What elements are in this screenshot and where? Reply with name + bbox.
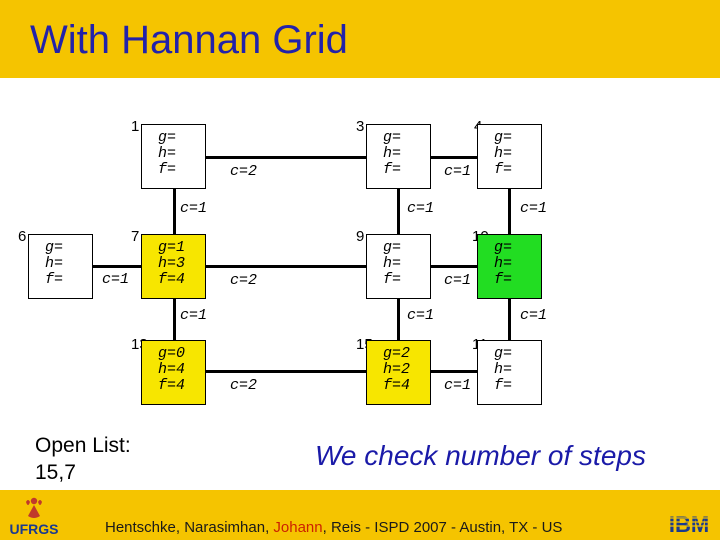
node-9-h: h= [383,255,402,272]
node-3-f: f= [383,161,402,178]
node-4-g: g= [494,129,513,146]
footer-bar [0,490,720,540]
cost-4-10: c=1 [518,200,550,217]
node-7-h: h=3 [158,255,186,272]
step-check-note: We check number of steps [315,440,646,471]
node-9-g: g= [383,239,402,256]
credits-venue: , Reis - ISPD 2007 - Austin, TX - US [322,519,563,536]
cost-13-15: c=2 [228,377,260,394]
cost-1-3: c=2 [228,163,260,180]
node-4-f: f= [494,161,513,178]
node-7-label: 7 [131,228,140,245]
node-1[interactable]: g=h=f= [141,124,206,189]
node-1-label: 1 [131,118,140,135]
cost-7-13: c=1 [178,307,210,324]
edge-13-15 [175,370,375,373]
node-10-g: g= [494,239,513,256]
node-3-h: h= [383,145,402,162]
node-9[interactable]: g=h=f= [366,234,431,299]
cost-9-10: c=1 [442,272,474,289]
node-3-label: 3 [356,118,365,135]
node-11[interactable]: g=h=f= [477,340,542,405]
node-7-f: f=4 [158,271,186,288]
node-4-h: h= [494,145,513,162]
title-bar [0,0,720,78]
open-list-values: 15,7 [35,461,76,484]
edge-4-10 [508,156,511,266]
slide-title: With Hannan Grid [30,18,348,62]
node-13-f: f=4 [158,377,186,394]
cost-6-7: c=1 [100,271,132,288]
edge-3-4 [400,156,510,159]
footer-credits: Hentschke, Narasimhan, Johann, Reis - IS… [105,519,562,536]
edge-9-10 [400,265,510,268]
node-13-h: h=4 [158,361,186,378]
node-6-f: f= [45,271,64,288]
cost-10-11: c=1 [518,307,550,324]
edge-3-9 [397,156,400,266]
ufrgs-logo: UFRGS [10,497,59,537]
node-3-g: g= [383,129,402,146]
cost-15-11: c=1 [442,377,474,394]
node-3[interactable]: g=h=f= [366,124,431,189]
credits-authors: Hentschke, Narasimhan, [105,519,274,536]
cost-3-9: c=1 [405,200,437,217]
cost-7-9: c=2 [228,272,260,289]
node-10[interactable]: g=h=f= [477,234,542,299]
edge-15-11 [400,370,510,373]
node-11-g: g= [494,345,513,362]
ibm-logo-text: IBM [669,512,709,536]
node-4[interactable]: g=h=f= [477,124,542,189]
node-7-g: g=1 [158,239,186,256]
open-list: Open List: 15,7 [35,432,131,486]
ufrgs-logo-text: UFRGS [10,521,59,537]
node-10-f: f= [494,271,513,288]
node-6-h: h= [45,255,64,272]
node-1-g: g= [158,129,177,146]
cost-3-4: c=1 [442,163,474,180]
cost-9-15: c=1 [405,307,437,324]
node-11-h: h= [494,361,513,378]
node-10-h: h= [494,255,513,272]
node-1-f: f= [158,161,177,178]
node-6[interactable]: g=h=f= [28,234,93,299]
edge-10-11 [508,265,511,371]
node-11-f: f= [494,377,513,394]
edge-7-9 [175,265,375,268]
edge-6-7 [60,265,180,268]
open-list-heading: Open List: [35,434,131,457]
edge-9-15 [397,265,400,371]
edge-1-3 [175,156,375,159]
edge-1-7 [173,156,176,266]
node-15-g: g=2 [383,345,411,362]
edge-7-13 [173,265,176,371]
node-6-label: 6 [18,228,27,245]
node-9-f: f= [383,271,402,288]
node-9-label: 9 [356,228,365,245]
node-6-g: g= [45,239,64,256]
node-15-h: h=2 [383,361,411,378]
cost-1-7: c=1 [178,200,210,217]
credits-highlight-author: Johann [273,519,323,536]
node-13-g: g=0 [158,345,186,362]
node-15-f: f=4 [383,377,411,394]
node-1-h: h= [158,145,177,162]
ibm-logo: IBM [664,512,714,536]
